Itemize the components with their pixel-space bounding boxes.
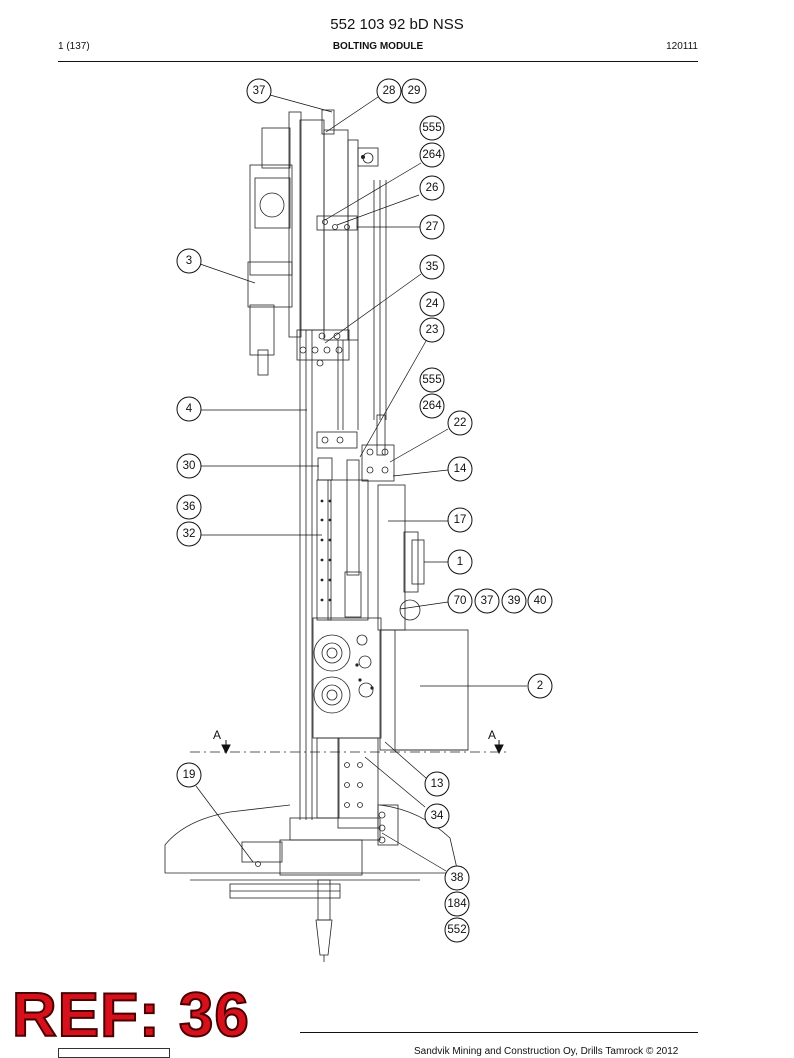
callout-bubble: 30 bbox=[176, 453, 202, 479]
callout-bubble: 37 bbox=[474, 588, 500, 614]
callout-bubble: 29 bbox=[401, 78, 427, 104]
svg-text:19: 19 bbox=[183, 769, 196, 781]
svg-text:17: 17 bbox=[454, 514, 467, 526]
header-rule bbox=[58, 61, 698, 62]
callout-bubble: 4 bbox=[176, 396, 202, 422]
section-arrows bbox=[221, 740, 504, 755]
callout-bubble: 264 bbox=[419, 393, 445, 419]
callout-bubble: 34 bbox=[424, 803, 450, 829]
drawing-bolt-dots bbox=[320, 155, 374, 690]
svg-text:32: 32 bbox=[183, 528, 196, 540]
callout-bubble: 38 bbox=[444, 865, 470, 891]
svg-text:3: 3 bbox=[186, 255, 192, 267]
section-label-left: A bbox=[213, 728, 221, 742]
footer-copyright: Sandvik Mining and Construction Oy, Dril… bbox=[414, 1046, 679, 1057]
callout-bubble: 184 bbox=[444, 891, 470, 917]
callout-bubble: 552 bbox=[444, 917, 470, 943]
leader-lines bbox=[195, 94, 527, 872]
callout-bubble: 40 bbox=[527, 588, 553, 614]
svg-text:1: 1 bbox=[457, 556, 463, 568]
svg-text:37: 37 bbox=[253, 85, 266, 97]
svg-text:27: 27 bbox=[426, 221, 439, 233]
svg-text:30: 30 bbox=[183, 460, 196, 472]
callout-bubble: 37 bbox=[246, 78, 272, 104]
drawing-linework bbox=[164, 109, 469, 962]
page-number: 1 (137) bbox=[58, 41, 90, 52]
svg-text:14: 14 bbox=[454, 463, 467, 475]
svg-text:555: 555 bbox=[422, 374, 441, 386]
svg-text:39: 39 bbox=[508, 595, 521, 607]
callout-bubble: 22 bbox=[447, 410, 473, 436]
svg-text:26: 26 bbox=[426, 182, 439, 194]
manufacturer-logo bbox=[58, 1048, 170, 1058]
callout-bubble: 36 bbox=[176, 494, 202, 520]
svg-text:22: 22 bbox=[454, 417, 467, 429]
svg-text:552: 552 bbox=[447, 924, 466, 936]
svg-text:23: 23 bbox=[426, 324, 439, 336]
svg-text:4: 4 bbox=[186, 403, 193, 415]
callout-bubble: 28 bbox=[376, 78, 402, 104]
callout-bubble: 3 bbox=[176, 248, 202, 274]
callout-bubble: 264 bbox=[419, 142, 445, 168]
svg-text:264: 264 bbox=[422, 149, 442, 161]
module-name: BOLTING MODULE bbox=[332, 41, 424, 52]
header-row: 1 (137) BOLTING MODULE 120111 bbox=[58, 41, 698, 55]
callout-bubble: 32 bbox=[176, 521, 202, 547]
svg-text:35: 35 bbox=[426, 261, 439, 273]
callout-bubble: 555 bbox=[419, 367, 445, 393]
callout-bubble: 1 bbox=[447, 549, 473, 575]
callout-bubble: 35 bbox=[419, 254, 445, 280]
svg-text:36: 36 bbox=[183, 501, 196, 513]
svg-text:2: 2 bbox=[537, 680, 543, 692]
callout-bubble: 70 bbox=[447, 588, 473, 614]
section-label-right: A bbox=[488, 728, 496, 742]
callout-bubble: 19 bbox=[176, 762, 202, 788]
svg-text:34: 34 bbox=[431, 810, 444, 822]
callout-bubble: 17 bbox=[447, 507, 473, 533]
svg-text:38: 38 bbox=[451, 872, 464, 884]
svg-text:37: 37 bbox=[481, 595, 494, 607]
svg-text:29: 29 bbox=[408, 85, 421, 97]
svg-text:184: 184 bbox=[447, 898, 467, 910]
callout-bubbles: 37 28 29 555 264 26 27 3 35 24 23 555 26… bbox=[176, 78, 553, 943]
callout-bubble: 23 bbox=[419, 317, 445, 343]
callout-bubble: 27 bbox=[419, 214, 445, 240]
callout-bubble: 26 bbox=[419, 175, 445, 201]
callout-bubble: 14 bbox=[447, 456, 473, 482]
svg-text:264: 264 bbox=[422, 400, 442, 412]
svg-text:28: 28 bbox=[383, 85, 396, 97]
callout-bubble: 555 bbox=[419, 115, 445, 141]
footer-rule bbox=[300, 1032, 698, 1033]
svg-text:555: 555 bbox=[422, 122, 441, 134]
callout-bubble: 24 bbox=[419, 291, 445, 317]
callout-bubble: 13 bbox=[424, 771, 450, 797]
callout-bubble: 2 bbox=[527, 673, 553, 699]
svg-text:24: 24 bbox=[426, 298, 439, 310]
svg-text:13: 13 bbox=[431, 778, 444, 790]
svg-text:70: 70 bbox=[454, 595, 467, 607]
document-code: 120111 bbox=[666, 41, 698, 52]
callout-bubble: 39 bbox=[501, 588, 527, 614]
svg-text:40: 40 bbox=[534, 595, 547, 607]
document-title: 552 103 92 bD NSS bbox=[330, 16, 464, 33]
reference-stamp: REF: 36 bbox=[11, 981, 250, 1050]
